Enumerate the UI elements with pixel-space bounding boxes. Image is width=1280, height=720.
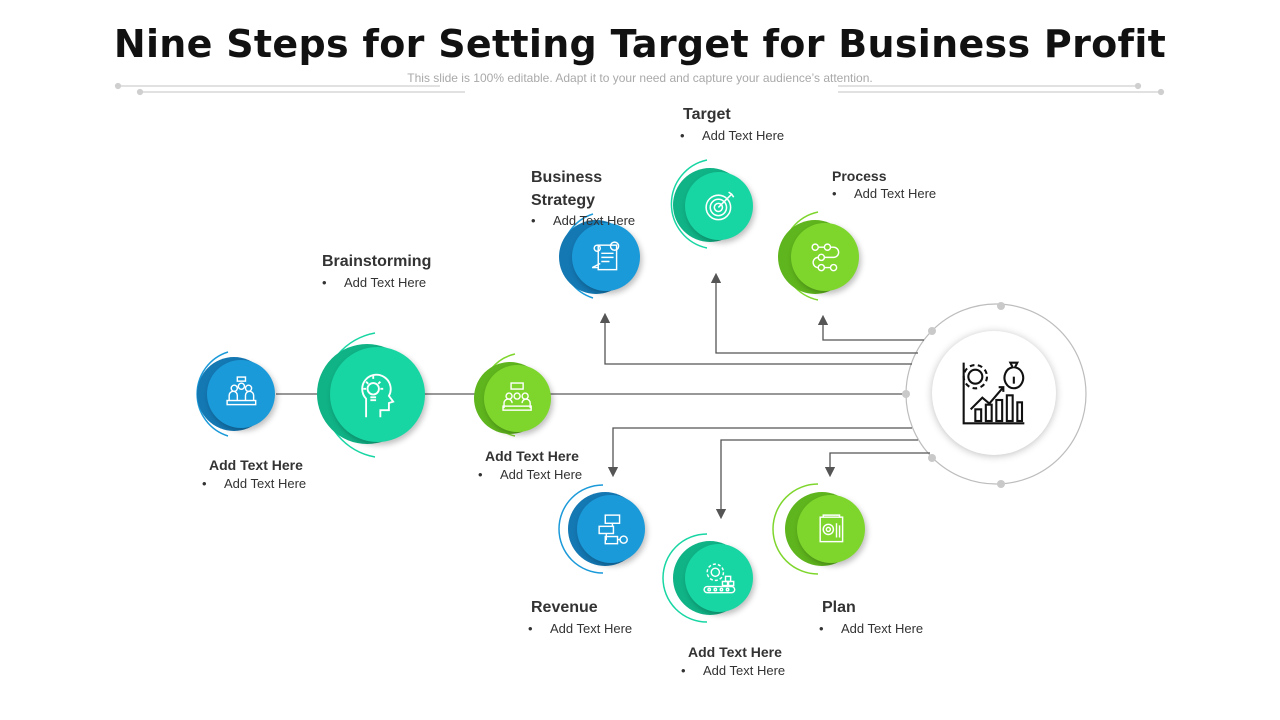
- step-8-bullet: Add Text Here: [681, 663, 785, 678]
- step-9-label: Plan: [822, 599, 856, 616]
- business-growth-icon: [962, 361, 1025, 425]
- head-lightbulb-icon: [361, 373, 395, 418]
- step-7-label: Revenue: [531, 599, 598, 616]
- step-6-label: Process: [832, 168, 887, 184]
- step-3-label: Add Text Here: [485, 448, 579, 464]
- team-discussion-icon: [502, 382, 533, 412]
- page-subtitle: This slide is 100% editable. Adapt it to…: [407, 71, 873, 85]
- step-node-7: [577, 495, 645, 563]
- step-3-bullet: Add Text Here: [478, 467, 582, 482]
- step-7-bullet: Add Text Here: [528, 621, 632, 636]
- step-2-label: Brainstorming: [322, 253, 432, 270]
- step-9-bullet: Add Text Here: [819, 621, 923, 636]
- step-node-1: [207, 360, 275, 428]
- step-node-2: [330, 347, 425, 442]
- step-node-3: [484, 365, 551, 432]
- step-4-bullet: Add Text Here: [531, 213, 635, 228]
- step-4-label-line2: Strategy: [531, 192, 596, 209]
- step-6-bullet: Add Text Here: [832, 186, 936, 201]
- step-4-label-line1: Business: [531, 169, 603, 186]
- flowchart-icon: [598, 513, 628, 544]
- step-node-5: [685, 172, 753, 240]
- step-1-bullet: Add Text Here: [202, 476, 306, 491]
- step-node-4: [572, 223, 640, 291]
- team-meeting-icon: [225, 375, 256, 405]
- plan-document-icon: [819, 513, 843, 542]
- strategy-document-icon: [591, 240, 619, 270]
- target-icon: [704, 191, 734, 221]
- step-2-bullet: Add Text Here: [322, 275, 426, 290]
- gear-conveyor-icon: [702, 562, 736, 593]
- step-8-label: Add Text Here: [688, 644, 782, 660]
- step-5-bullet: Add Text Here: [680, 128, 784, 143]
- process-flow-icon: [811, 243, 839, 271]
- step-node-9: [797, 495, 865, 563]
- step-5-label: Target: [683, 106, 731, 123]
- step-node-6: [791, 223, 859, 291]
- step-node-8: [685, 544, 753, 612]
- hub-circle: [932, 331, 1056, 455]
- page-title: Nine Steps for Setting Target for Busine…: [113, 22, 1167, 66]
- step-1-label: Add Text Here: [209, 457, 303, 473]
